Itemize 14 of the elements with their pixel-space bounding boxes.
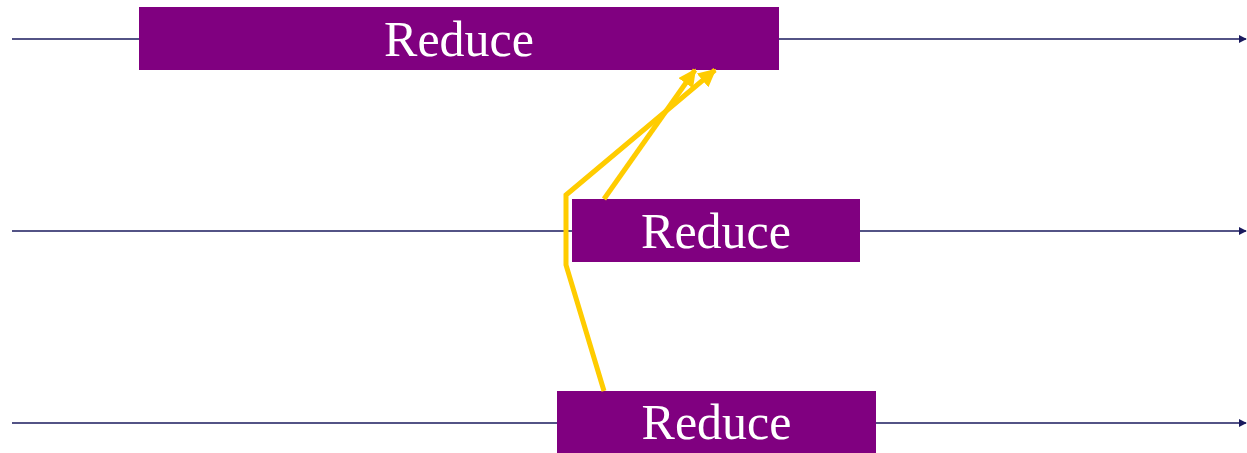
timeline (11, 422, 558, 424)
process-box (557, 391, 876, 453)
box-label: Reduce (641, 205, 791, 256)
timeline (11, 38, 140, 40)
timeline-arrow (859, 227, 1247, 235)
timeline-arrow (778, 35, 1247, 43)
box-label: Reduce (641, 397, 792, 447)
arrow (601, 68, 698, 201)
timeline (11, 230, 573, 232)
arrow (563, 68, 717, 392)
process-box (572, 199, 860, 262)
box-label: Reduce (384, 13, 534, 64)
timeline-arrow (875, 419, 1247, 427)
process-box (139, 7, 779, 70)
